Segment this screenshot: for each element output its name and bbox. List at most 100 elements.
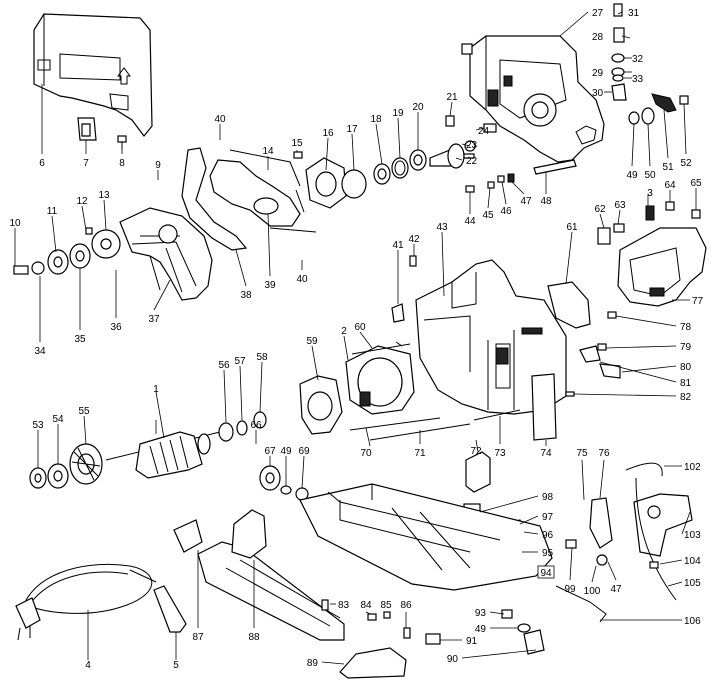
part-chip-chute	[465, 451, 491, 493]
callout-85: 85	[380, 600, 392, 611]
part-base-screws	[321, 599, 411, 639]
part-flange-stack	[13, 227, 121, 275]
part-motor-housing	[415, 259, 567, 415]
callout-18: 18	[370, 114, 382, 125]
callout-27: 27	[592, 8, 604, 19]
callout-69: 69	[298, 446, 310, 457]
callout-100: 100	[584, 586, 601, 597]
callout-58: 58	[256, 352, 268, 363]
callout-32: 32	[632, 54, 644, 65]
callout-36: 36	[110, 322, 122, 333]
callout-54: 54	[52, 414, 64, 425]
callout-49-upper: 49	[626, 170, 638, 181]
callout-89: 89	[307, 658, 319, 669]
callout-84: 84	[360, 600, 372, 611]
callout-94: 94	[540, 568, 552, 579]
callout-45: 45	[482, 210, 494, 221]
callout-104: 104	[684, 556, 701, 567]
callout-59: 59	[306, 336, 318, 347]
callout-8: 8	[119, 158, 125, 169]
callout-1: 1	[153, 384, 159, 395]
callout-66: 66	[250, 420, 262, 431]
callout-76: 76	[598, 448, 610, 459]
callout-78: 78	[680, 322, 692, 333]
callout-87: 87	[192, 632, 204, 643]
part-clip	[77, 117, 97, 141]
callout-15: 15	[291, 138, 303, 149]
part-parallel-guide	[173, 509, 345, 641]
part-riving-knife	[181, 147, 317, 251]
callout-47-upper: 47	[520, 196, 532, 207]
callout-49-lower: 49	[475, 624, 487, 635]
callout-77: 77	[692, 296, 704, 307]
callout-labels: 1 2 3 4 5 6 7 8 9 10 11 12 13 14 15 16 1…	[9, 8, 703, 671]
callout-73: 73	[494, 448, 506, 459]
callout-70: 70	[360, 448, 372, 459]
part-stator	[345, 341, 521, 441]
callout-13: 13	[98, 190, 110, 201]
callout-64: 64	[664, 180, 676, 191]
part-base-plate	[299, 483, 553, 591]
callout-61: 61	[566, 222, 578, 233]
callout-53: 53	[32, 420, 44, 431]
part-riving-knife-lever	[555, 497, 613, 623]
callout-33: 33	[632, 74, 644, 85]
callout-48: 48	[540, 196, 552, 207]
callout-82: 82	[680, 392, 692, 403]
callout-106: 106	[684, 616, 701, 627]
callout-19: 19	[392, 108, 404, 119]
callout-14: 14	[262, 146, 274, 157]
callout-102: 102	[684, 462, 701, 473]
callout-40-upper: 40	[214, 114, 226, 125]
callout-57: 57	[234, 356, 246, 367]
callout-86: 86	[400, 600, 412, 611]
part-depth-lever	[628, 93, 689, 125]
callout-93: 93	[475, 608, 487, 619]
callout-44: 44	[464, 216, 476, 227]
callout-105: 105	[684, 578, 701, 589]
part-lower-blade-guard	[119, 207, 213, 301]
callout-5: 5	[173, 660, 179, 671]
callout-11: 11	[47, 206, 58, 217]
callout-22: 22	[466, 156, 478, 167]
callout-12: 12	[76, 196, 88, 207]
callout-9: 9	[155, 160, 161, 171]
callout-98: 98	[542, 492, 554, 503]
part-handle-cover	[531, 201, 707, 441]
callout-75: 75	[576, 448, 588, 459]
part-screw-8	[117, 135, 127, 150]
part-small-pins	[465, 159, 577, 193]
part-gear-housing	[461, 35, 605, 163]
part-base-bracket	[339, 609, 545, 679]
callout-43: 43	[436, 222, 448, 233]
callout-74: 74	[540, 448, 552, 459]
callout-29: 29	[592, 68, 604, 79]
callout-56: 56	[218, 360, 230, 371]
callout-81: 81	[680, 378, 692, 389]
callout-47-lower: 47	[610, 584, 622, 595]
part-strain-relief	[625, 462, 693, 601]
callout-80: 80	[680, 362, 692, 373]
part-bearing-stack	[293, 149, 427, 209]
part-adjuster-stack	[611, 3, 627, 101]
part-brush-caps	[259, 465, 309, 501]
callout-96: 96	[542, 530, 554, 541]
callout-97: 97	[542, 512, 554, 523]
callout-34: 34	[34, 346, 46, 357]
callout-31: 31	[628, 8, 640, 19]
callout-65: 65	[690, 178, 702, 189]
callout-83: 83	[338, 600, 350, 611]
callout-90: 90	[447, 654, 459, 665]
callout-21: 21	[446, 92, 458, 103]
callout-7: 7	[83, 158, 89, 169]
callout-3: 3	[647, 188, 653, 199]
callout-91: 91	[466, 636, 478, 647]
callout-95: 95	[542, 548, 554, 559]
callout-20: 20	[412, 102, 424, 113]
callout-55: 55	[78, 406, 90, 417]
callout-51: 51	[662, 162, 674, 173]
part-power-cord	[15, 563, 157, 641]
part-cord-sleeve	[153, 585, 187, 633]
callout-37: 37	[148, 314, 160, 325]
